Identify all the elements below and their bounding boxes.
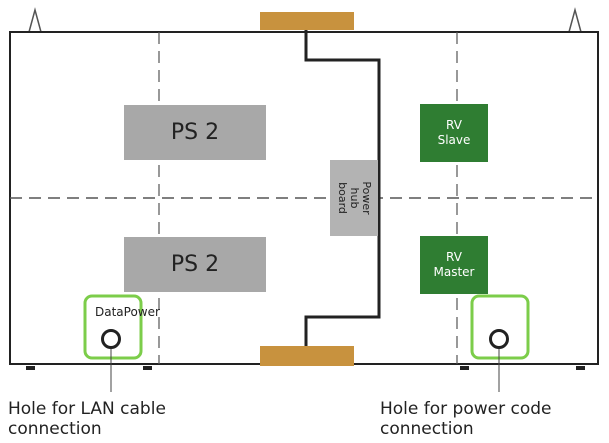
rv-master-box [420,236,488,294]
power-hub-board-box [330,160,378,236]
rv-master-label: RV Master [433,250,475,279]
bottom-connector [260,346,354,366]
lan-hole-caption: Hole for LAN cable connection [8,399,166,439]
power-hole-highlight [470,294,530,360]
ps-bottom-label: PS 2 [170,252,220,277]
lan-hole-icon [101,329,121,349]
lan-hole-highlight [83,294,143,360]
foot-2 [143,366,152,370]
datapower-label: DataPower [95,305,160,319]
power-hole-icon [489,329,509,349]
right-top-handle [568,7,582,33]
foot-3 [460,366,469,370]
foot-4 [576,366,585,370]
power-hole-caption: Hole for power code connection [380,399,552,439]
foot-1 [26,366,35,370]
hub-wiring [304,20,381,352]
ps-bottom-box [124,237,266,292]
ps-top-box [124,105,266,160]
rv-slave-box [420,104,488,162]
rv-slave-label: RV Slave [437,118,471,147]
left-top-handle [28,7,42,33]
ps-top-label: PS 2 [170,120,220,145]
power-hub-board-label: Power hub board [336,181,373,215]
top-connector [260,12,354,30]
